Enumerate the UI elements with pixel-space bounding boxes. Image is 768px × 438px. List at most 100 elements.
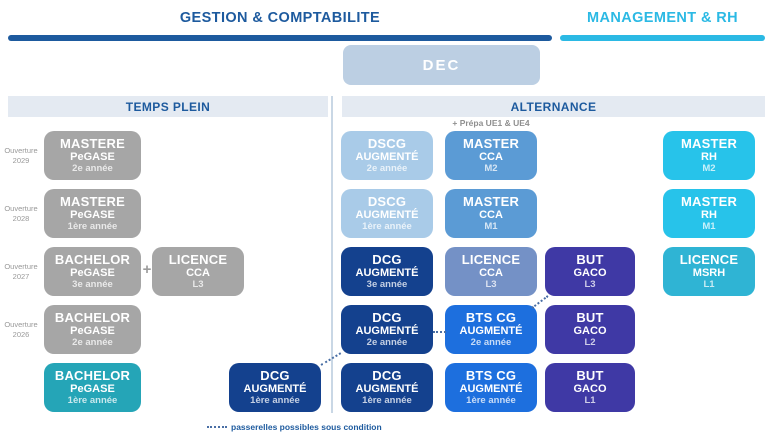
program-subname: AUGMENTÉ bbox=[355, 325, 419, 338]
program-year: 1ère année bbox=[250, 394, 300, 406]
program-subname: AUGMENTÉ bbox=[355, 267, 419, 280]
program-name: MASTER bbox=[462, 193, 520, 209]
program-subname: AUGMENTÉ bbox=[243, 383, 307, 396]
program-box-bachelor-pegase-2e: BACHELOR PeGASE 2e année bbox=[44, 305, 141, 354]
program-year: 2e année bbox=[366, 336, 408, 348]
legend: passerelles possibles sous condition bbox=[207, 422, 382, 432]
program-name: DCG bbox=[372, 309, 402, 325]
program-box-licence-msrh-l1: LICENCE MSRH L1 bbox=[663, 247, 755, 296]
opening-label-2028: Ouverture 2028 bbox=[2, 189, 40, 238]
program-box-dcg-augmente-3e: DCG AUGMENTÉ 3e année bbox=[341, 247, 433, 296]
program-box-dscg-augmente-1ere: DSCG AUGMENTÉ 1ère année bbox=[341, 189, 433, 238]
program-name: MASTER bbox=[680, 193, 738, 209]
opening-label-2029: Ouverture 2029 bbox=[2, 131, 40, 180]
program-name: LICENCE bbox=[679, 251, 739, 267]
program-subname: AUGMENTÉ bbox=[459, 325, 523, 338]
program-box-dscg-augmente-2e: DSCG AUGMENTÉ 2e année bbox=[341, 131, 433, 180]
program-box-licence-cca-alternance: LICENCE CCA L3 bbox=[445, 247, 537, 296]
program-name: MASTERE bbox=[60, 135, 125, 151]
section-title-management-rh: MANAGEMENT & RH bbox=[587, 10, 738, 26]
program-subname: CCA bbox=[479, 151, 503, 164]
program-name: DCG bbox=[372, 367, 402, 383]
program-year: L3 bbox=[192, 278, 204, 290]
program-name: DSCG bbox=[367, 193, 407, 209]
program-box-dcg-augmente-1ere-temps-plein: DCG AUGMENTÉ 1ère année bbox=[229, 363, 321, 412]
program-box-master-cca-m1: MASTER CCA M1 bbox=[445, 189, 537, 238]
program-subname: RH bbox=[701, 209, 717, 222]
program-subname: GACO bbox=[573, 383, 607, 396]
program-year: 2e année bbox=[72, 162, 113, 174]
program-box-dcg-augmente-1ere-alternance: DCG AUGMENTÉ 1ère année bbox=[341, 363, 433, 412]
program-box-bts-cg-augmente-1ere: BTS CG AUGMENTÉ 1ère année bbox=[445, 363, 537, 412]
program-name: BACHELOR bbox=[54, 251, 131, 267]
program-subname: AUGMENTÉ bbox=[355, 209, 419, 222]
management-underline-bar bbox=[560, 35, 765, 41]
gestion-underline-bar bbox=[8, 35, 552, 41]
program-year: L3 bbox=[485, 278, 497, 290]
program-name: LICENCE bbox=[461, 251, 521, 267]
program-subname: PeGASE bbox=[70, 151, 115, 164]
program-year: 3e année bbox=[72, 278, 113, 290]
program-year: 1ère année bbox=[67, 220, 118, 232]
opening-year: 2026 bbox=[12, 329, 30, 339]
program-year: 2e année bbox=[470, 336, 512, 348]
dotted-line-icon bbox=[207, 426, 227, 428]
program-name: DSCG bbox=[367, 135, 407, 151]
program-name: MASTERE bbox=[60, 193, 125, 209]
program-subname: PeGASE bbox=[70, 383, 115, 396]
program-subname: GACO bbox=[573, 325, 607, 338]
program-year: 1ère année bbox=[67, 394, 118, 406]
program-box-bts-cg-augmente-2e: BTS CG AUGMENTÉ 2e année bbox=[445, 305, 537, 354]
program-box-bachelor-pegase-1ere: BACHELOR PeGASE 1ère année bbox=[44, 363, 141, 412]
program-name: DCG bbox=[260, 367, 290, 383]
program-year: L2 bbox=[584, 336, 596, 348]
program-box-master-rh-m2: MASTER RH M2 bbox=[663, 131, 755, 180]
program-subname: CCA bbox=[479, 209, 503, 222]
program-subname: AUGMENTÉ bbox=[355, 383, 419, 396]
program-box-master-rh-m1: MASTER RH M1 bbox=[663, 189, 755, 238]
program-name: BTS CG bbox=[465, 309, 517, 325]
program-name: MASTER bbox=[680, 135, 738, 151]
opening-word: Ouverture bbox=[4, 320, 38, 330]
program-box-dcg-augmente-2e: DCG AUGMENTÉ 2e année bbox=[341, 305, 433, 354]
program-name: BUT bbox=[576, 251, 604, 267]
opening-year: 2029 bbox=[12, 155, 30, 165]
band-alternance: ALTERNANCE bbox=[342, 96, 765, 117]
program-year: 1ère année bbox=[466, 394, 516, 406]
program-subname: CCA bbox=[186, 267, 210, 280]
program-year: 3e année bbox=[366, 278, 408, 290]
program-box-but-gaco-l3: BUT GACO L3 bbox=[545, 247, 635, 296]
program-year: L1 bbox=[703, 278, 715, 290]
program-subname: AUGMENTÉ bbox=[459, 383, 523, 396]
column-divider bbox=[331, 96, 333, 413]
program-subname: GACO bbox=[573, 267, 607, 280]
program-name: BUT bbox=[576, 309, 604, 325]
program-year: 1ère année bbox=[362, 220, 412, 232]
passerelle-line-bts2-to-but-l3 bbox=[531, 295, 549, 309]
prepa-note: + Prépa UE1 & UE4 bbox=[452, 118, 530, 128]
program-box-master-cca-m2: MASTER CCA M2 bbox=[445, 131, 537, 180]
program-name: BACHELOR bbox=[54, 367, 131, 383]
section-title-gestion-comptabilite: GESTION & COMPTABILITE bbox=[179, 10, 381, 26]
program-subname: MSRH bbox=[692, 267, 726, 280]
program-year: L1 bbox=[584, 394, 596, 406]
opening-word: Ouverture bbox=[4, 204, 38, 214]
program-year: M1 bbox=[484, 220, 498, 232]
plus-sign: + bbox=[142, 261, 152, 278]
program-name: BTS CG bbox=[465, 367, 517, 383]
program-subname: RH bbox=[701, 151, 717, 164]
program-name: DCG bbox=[372, 251, 402, 267]
program-year: L3 bbox=[584, 278, 596, 290]
program-year: 2e année bbox=[366, 162, 408, 174]
opening-label-2026: Ouverture 2026 bbox=[2, 305, 40, 354]
program-year: M2 bbox=[702, 162, 716, 174]
program-year: 2e année bbox=[72, 336, 113, 348]
opening-label-2027: Ouverture 2027 bbox=[2, 247, 40, 296]
legend-text: passerelles possibles sous condition bbox=[231, 422, 382, 432]
program-box-but-gaco-l1: BUT GACO L1 bbox=[545, 363, 635, 412]
program-subname: CCA bbox=[479, 267, 503, 280]
band-temps-plein: TEMPS PLEIN bbox=[8, 96, 328, 117]
dec-box: DEC bbox=[343, 45, 540, 85]
program-name: MASTER bbox=[462, 135, 520, 151]
